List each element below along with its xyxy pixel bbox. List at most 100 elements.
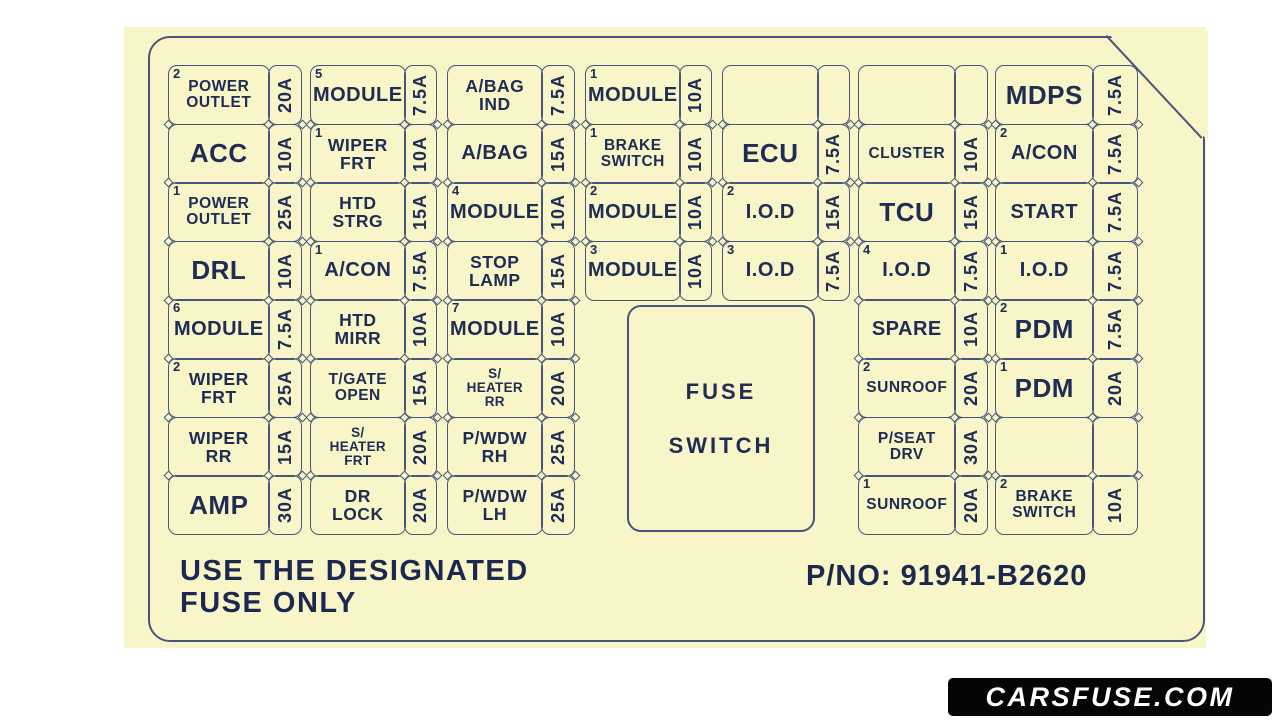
fuse-amp-cell: 10A <box>679 123 712 184</box>
fuse-amp-label: 25A <box>274 370 295 407</box>
fuse-amp-cell: 7.5A <box>1092 182 1138 243</box>
fuse-amp-label: 10A <box>274 135 295 172</box>
fuse-amp-cell: 7.5A <box>1092 299 1138 360</box>
fuse-amp-cell: 25A <box>541 416 575 477</box>
fuse-amp-label: 10A <box>547 311 568 348</box>
fuse-amp-cell: 10A <box>679 240 712 301</box>
fuse-amp-cell: 20A <box>404 416 437 477</box>
fuse-amp-cell: 15A <box>817 182 850 243</box>
fuse-number-superscript: 4 <box>452 183 460 199</box>
fuse-amp-label: 25A <box>274 194 295 231</box>
fuse-name-label: MDPS <box>1005 79 1083 110</box>
fuse-name-label: START <box>1010 200 1079 223</box>
fuse-amp-label: 15A <box>547 252 568 289</box>
fuse-amp-cell: 10A <box>541 182 575 243</box>
fuse-amp-label: 10A <box>1104 487 1125 524</box>
fuse-name-cell: P/WDW LH <box>447 475 543 536</box>
fuse-name-cell: CLUSTER <box>858 123 956 184</box>
fuse-name-cell: P/WDW RH <box>447 416 543 477</box>
fuse-amp-cell: 20A <box>1092 358 1138 419</box>
fuse-number-superscript: 1 <box>590 124 598 140</box>
fuse-amp-label: 7.5A <box>1104 132 1125 175</box>
fuse-name-label: A/CON <box>324 259 392 282</box>
fuse-name-cell: HTD MIRR <box>310 299 406 360</box>
fuse-amp-cell: 10A <box>268 123 302 184</box>
fuse-amp-cell: 10A <box>679 65 712 126</box>
fuse-number-superscript: 2 <box>590 183 598 199</box>
fuse-amp-cell: 20A <box>954 358 988 419</box>
fuse-amp-cell <box>954 65 988 126</box>
fuse-number-superscript: 3 <box>590 241 598 257</box>
fuse-name-label: MODULE <box>173 318 264 341</box>
fuse-name-label: I.O.D <box>882 259 932 282</box>
fuse-amp-cell: 20A <box>268 65 302 126</box>
fuse-name-label: AMP <box>189 489 249 520</box>
fuse-amp-cell: 15A <box>268 416 302 477</box>
fuse-amp-label: 7.5A <box>1104 191 1125 234</box>
fuse-amp-cell: 30A <box>954 416 988 477</box>
fuse-name-label: I.O.D <box>1019 259 1069 282</box>
fuse-name-label: DR LOCK <box>332 486 384 525</box>
fuse-amp-cell: 20A <box>541 358 575 419</box>
fuse-amp-cell: 7.5A <box>817 240 850 301</box>
fuse-name-label: ACC <box>189 138 248 169</box>
fuse-amp-label: 10A <box>685 77 706 114</box>
fuse-name-label: MODULE <box>587 200 678 223</box>
fuse-amp-cell: 7.5A <box>1092 240 1138 301</box>
fuse-name-label: SPARE <box>871 318 942 341</box>
fuse-number-superscript: 1 <box>1000 241 1008 257</box>
fuse-amp-label: 15A <box>410 370 431 407</box>
fuse-amp-label: 7.5A <box>823 132 844 175</box>
fuse-name-label: P/WDW RH <box>462 427 528 466</box>
fuse-number-superscript: 5 <box>315 66 323 81</box>
fuse-name-label: T/GATE OPEN <box>328 370 388 405</box>
fuse-number-superscript: 2 <box>727 183 735 199</box>
fuse-name-label: MODULE <box>449 200 540 223</box>
fuse-number-superscript: 7 <box>452 300 460 316</box>
fuse-number-superscript: 2 <box>173 66 181 81</box>
fuse-amp-cell: 7.5A <box>404 65 437 126</box>
fuse-name-cell <box>995 416 1094 477</box>
fuse-name-label: SUNROOF <box>866 379 948 397</box>
fuse-amp-label: 10A <box>547 194 568 231</box>
fuse-number-superscript: 1 <box>1000 359 1008 374</box>
fuse-name-cell: AMP <box>168 475 270 536</box>
fuse-name-label: POWER OUTLET <box>186 195 252 229</box>
fuse-amp-label: 20A <box>960 370 981 407</box>
fuse-name-label: I.O.D <box>745 259 795 282</box>
fuse-amp-cell: 7.5A <box>541 65 575 126</box>
fuse-name-label: MODULE <box>312 83 403 106</box>
fuse-amp-label: 7.5A <box>410 249 431 292</box>
fuse-amp-cell <box>1092 416 1138 477</box>
fuse-name-label: P/WDW LH <box>462 486 528 525</box>
fuse-amp-cell: 7.5A <box>954 240 988 301</box>
fuse-amp-cell: 10A <box>541 299 575 360</box>
fuse-name-label: DRL <box>191 255 247 286</box>
fuse-number-superscript: 2 <box>1000 300 1008 316</box>
fuse-amp-label: 20A <box>1104 370 1125 407</box>
fuse-amp-cell: 25A <box>541 475 575 536</box>
part-number: P/NO: 91941-B2620 <box>806 560 1088 592</box>
fuse-name-label: WIPER FRT <box>188 368 249 408</box>
fuse-name-cell: ACC <box>168 123 270 184</box>
fuse-number-superscript: 4 <box>863 241 871 257</box>
fuse-panel-scan-background <box>124 27 1206 648</box>
fuse-name-cell <box>722 65 819 126</box>
fuse-name-label: P/SEAT DRV <box>877 429 936 463</box>
fuse-amp-label: 10A <box>960 135 981 172</box>
fuse-amp-label: 7.5A <box>1104 308 1125 351</box>
fuse-amp-label: 10A <box>410 311 431 348</box>
fuse-name-label: A/BAG IND <box>465 75 525 115</box>
